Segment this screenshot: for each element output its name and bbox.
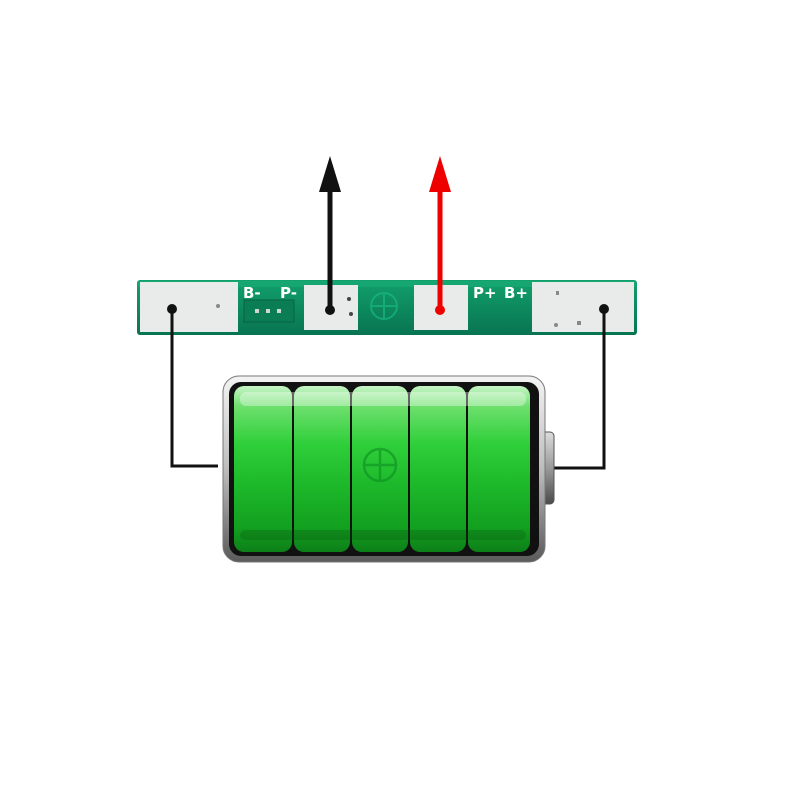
battery-segments bbox=[234, 386, 530, 552]
battery-segment bbox=[234, 386, 292, 552]
output-negative-arrow bbox=[319, 156, 341, 315]
battery-wires bbox=[167, 304, 609, 470]
pcb-board: B- P- P+ B+ bbox=[137, 280, 637, 335]
label-b-plus: B+ bbox=[504, 284, 528, 302]
pad-b-plus bbox=[532, 282, 634, 332]
arrow-up-icon bbox=[319, 156, 341, 192]
output-positive-arrow bbox=[429, 156, 451, 315]
arrow-up-icon bbox=[429, 156, 451, 192]
battery-logo-icon bbox=[362, 447, 398, 483]
battery-cell bbox=[222, 375, 555, 563]
label-b-minus: B- bbox=[243, 284, 261, 302]
battery-segment bbox=[410, 386, 466, 552]
pad-b-minus bbox=[140, 282, 238, 332]
board-logo-icon bbox=[370, 292, 398, 320]
battery-segment bbox=[468, 386, 530, 552]
label-p-plus: P+ bbox=[473, 284, 497, 302]
wire-b-minus bbox=[170, 309, 218, 468]
battery-segment bbox=[294, 386, 350, 552]
wire-b-plus bbox=[548, 309, 606, 470]
label-p-minus: P- bbox=[280, 284, 297, 302]
